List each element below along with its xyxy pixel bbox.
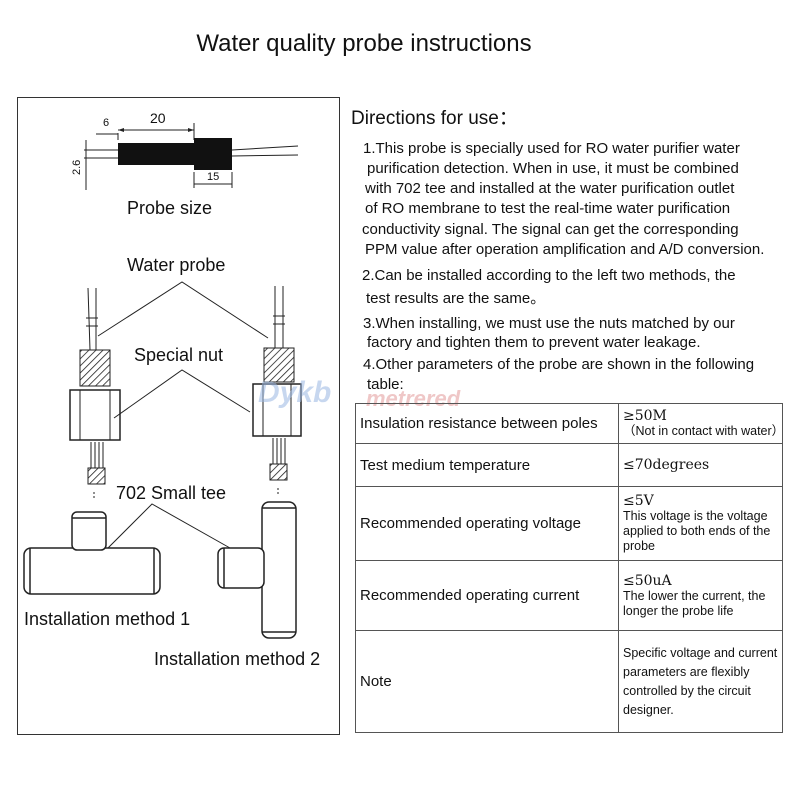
dim-26-label: 2.6 [71,159,83,175]
directions-heading: Directions for use： [351,108,518,129]
leader-lines [97,281,269,549]
direction-line: test results are the same。 [366,290,546,307]
direction-line: table: [367,376,404,393]
water-probe-label: Water probe [127,255,226,275]
param-name: Recommended operating current [355,560,619,631]
param-value-main: ≤50uA [623,572,672,589]
param-value-note: This voltage is the voltage applied to b… [623,509,771,553]
parameters-table: Insulation resistance between poles ≥50M… [355,403,785,733]
direction-line: with 702 tee and installed at the water … [365,180,735,197]
param-value: ≥50M （Not in contact with water） [618,403,785,444]
direction-line: 2.Can be installed according to the left… [362,267,736,284]
left-probe-assembly [69,287,121,500]
dim-15-label: 15 [207,171,220,183]
tee-method-1 [23,511,161,595]
dim-20-label: 20 [150,110,166,126]
param-value-note: （Not in contact with water） [623,424,785,438]
tee-method-2 [217,501,297,639]
param-value-main: ≥50M [623,408,667,424]
param-name: Test medium temperature [355,443,619,487]
installation-method-2-label: Installation method 2 [154,649,321,669]
table-row: Test medium temperature ≤70degrees [355,443,783,487]
probe-size-label: Probe size [127,198,213,218]
direction-line: of RO membrane to test the real-time wat… [365,200,731,217]
dim-6-label: 6 [103,117,110,129]
param-name: Insulation resistance between poles [355,403,619,444]
special-nut-label: Special nut [134,345,224,365]
table-row: Recommended operating voltage ≤5V This v… [355,486,783,561]
table-row: Note Specific voltage and current parame… [355,630,783,733]
direction-line: 1.This probe is specially used for RO wa… [363,140,740,157]
param-value: Specific voltage and current parameters … [618,630,783,733]
param-value-main: ≤5V [623,493,654,509]
direction-line: 4.Other parameters of the probe are show… [363,356,755,373]
probe-size-drawing [84,123,299,190]
direction-line: PPM value after operation amplification … [365,241,765,258]
diagram-panel [17,97,340,735]
direction-line: conductivity signal. The signal can get … [362,221,739,238]
direction-line: 3.When installing, we must use the nuts … [363,315,735,332]
right-probe-assembly [252,286,302,496]
table-row: Recommended operating current ≤50uA The … [355,560,783,631]
installation-method-1-label: Installation method 1 [24,609,191,629]
small-tee-label: 702 Small tee [116,483,227,503]
param-value-main: ≤70degrees [623,457,710,473]
direction-line: factory and tighten them to prevent wate… [367,334,701,351]
param-value: ≤5V This voltage is the voltage applied … [618,486,783,561]
direction-line: purification detection. When in use, it … [367,160,739,177]
param-value-note: Specific voltage and current parameters … [623,645,778,717]
param-value-note: The lower the current, the longer the pr… [623,588,766,618]
param-name: Recommended operating voltage [355,486,619,561]
table-row: Insulation resistance between poles ≥50M… [355,403,785,444]
param-value: ≤50uA The lower the current, the longer … [618,560,783,631]
param-name: Note [355,630,619,733]
param-value: ≤70degrees [618,443,783,487]
page-title: Water quality probe instructions [196,30,532,57]
